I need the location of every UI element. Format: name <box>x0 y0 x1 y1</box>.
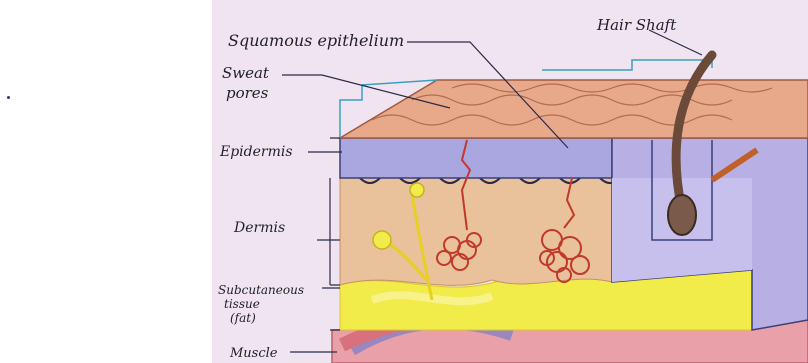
label-subcutaneous: Subcutaneous <box>218 283 304 297</box>
stray-mark <box>7 96 10 99</box>
label-hair-shaft: Hair Shaft <box>596 16 677 34</box>
label-sweat: Sweat <box>222 64 270 82</box>
skin-cross-section-diagram: Squamous epithelium Hair Shaft Sweat por… <box>212 0 808 363</box>
label-fat: (fat) <box>230 311 256 325</box>
hair-follicle-bulb <box>668 195 696 235</box>
label-pores: pores <box>226 84 269 102</box>
label-squamous-epithelium: Squamous epithelium <box>228 31 404 50</box>
epidermis-layer <box>340 138 612 178</box>
label-epidermis: Epidermis <box>219 144 293 160</box>
nerve-ending <box>373 231 391 249</box>
label-muscle: Muscle <box>229 346 278 361</box>
label-tissue: tissue <box>224 297 260 311</box>
nerve-ending <box>410 183 424 197</box>
label-dermis: Dermis <box>233 220 285 236</box>
